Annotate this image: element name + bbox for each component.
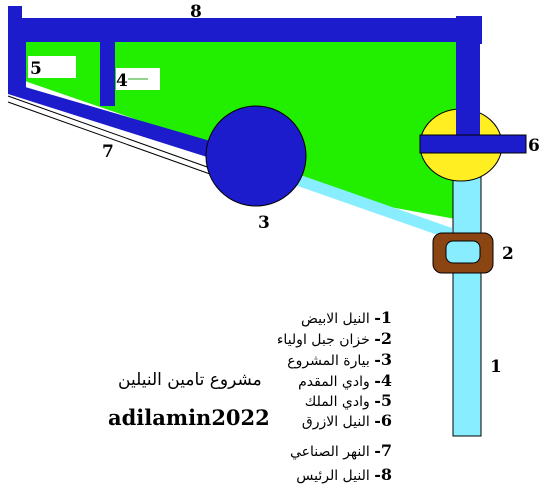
legend-num: 2- bbox=[374, 329, 392, 348]
number-5: 5 bbox=[30, 59, 42, 79]
legend-item-6: 6- النيل الازرق bbox=[302, 411, 392, 430]
project-title: مشروع تامين النيلين bbox=[118, 370, 262, 390]
number-8: 8 bbox=[190, 2, 202, 22]
legend-item-2: 2- خزان جبل اولياء bbox=[277, 329, 392, 348]
artificial-river-line-2 bbox=[7, 101, 211, 175]
number-2: 2 bbox=[502, 244, 514, 264]
legend-item-5: 5- وادي الملك bbox=[305, 391, 392, 410]
legend-num: 7- bbox=[374, 441, 392, 460]
legend-text: بيارة المشروع bbox=[287, 353, 370, 369]
legend-text: النيل الرئيس bbox=[296, 468, 370, 484]
legend-num: 8- bbox=[374, 465, 392, 484]
white-nile bbox=[452, 147, 482, 437]
legend-item-1: 1- النيل الابيض bbox=[301, 308, 392, 327]
legend-text: وادي الملك bbox=[304, 394, 370, 410]
number-4: 4 bbox=[116, 71, 128, 91]
blue-nile bbox=[419, 134, 527, 154]
number-3: 3 bbox=[258, 213, 270, 233]
legend-text: النهر الصناعي bbox=[289, 444, 370, 460]
legend-num: 1- bbox=[374, 308, 392, 327]
lower-canal-diagonal bbox=[8, 82, 248, 170]
number-1: 1 bbox=[490, 357, 502, 377]
legend-num: 3- bbox=[374, 350, 392, 369]
legend-text: وادي المقدم bbox=[298, 374, 370, 390]
main-canal-top bbox=[8, 18, 482, 42]
dam-opening bbox=[445, 240, 481, 264]
legend-item-8: 8- النيل الرئيس bbox=[296, 465, 392, 484]
left-canal-vertical bbox=[8, 30, 26, 92]
legend-num: 4- bbox=[374, 371, 392, 390]
label-box-5 bbox=[28, 56, 76, 78]
number-7: 7 bbox=[102, 142, 114, 162]
author-handle: adilamin2022 bbox=[108, 405, 270, 430]
legend-text: النيل الابيض bbox=[300, 311, 370, 327]
white-nile-channel bbox=[292, 172, 452, 240]
legend-text: خزان جبل اولياء bbox=[276, 332, 370, 348]
legend-item-3: 3- بيارة المشروع bbox=[287, 350, 392, 369]
legend-num: 6- bbox=[374, 411, 392, 430]
number-6: 6 bbox=[528, 136, 540, 156]
artificial-river-line bbox=[7, 95, 211, 169]
pumping-station bbox=[205, 105, 307, 207]
inner-canal-vertical bbox=[100, 30, 115, 106]
legend-text: النيل الازرق bbox=[301, 414, 370, 430]
legend-item-4: 4- وادي المقدم bbox=[298, 371, 392, 390]
legend-num: 5- bbox=[374, 391, 392, 410]
legend-item-7: 7- النهر الصناعي bbox=[290, 441, 392, 460]
